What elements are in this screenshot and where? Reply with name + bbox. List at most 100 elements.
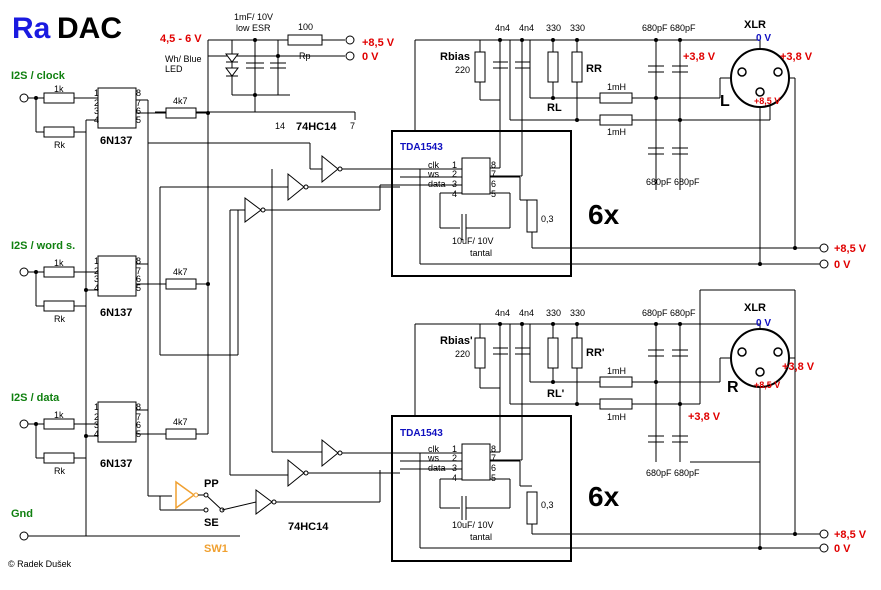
svg-text:4: 4 xyxy=(94,429,99,439)
svg-text:8: 8 xyxy=(491,444,496,454)
svg-text:data: data xyxy=(428,463,446,473)
clock-res-rk: Rk xyxy=(54,140,65,150)
left-rl-label: RL xyxy=(547,102,562,114)
input-clock-block xyxy=(19,87,208,138)
svg-text:2: 2 xyxy=(452,453,457,463)
left-xlr-85: +8,5 V xyxy=(754,96,780,106)
svg-text:3: 3 xyxy=(452,179,457,189)
right-xlr-38b: +3,8 V xyxy=(688,411,721,423)
supply-right-85-top: +8,5 V xyxy=(834,243,867,255)
left-c680-d: 680pF xyxy=(674,177,700,187)
input-word-block xyxy=(19,255,208,312)
copyright: © Radek Dušek xyxy=(8,559,72,569)
svg-text:clk: clk xyxy=(428,444,439,454)
svg-text:8: 8 xyxy=(136,88,141,98)
input-gnd-label: Gnd xyxy=(11,508,33,520)
dac-right-tantal-label: tantal xyxy=(470,532,492,542)
supply-right-85-bottom: +8,5 V xyxy=(834,529,867,541)
clock-res-4k7: 4k7 xyxy=(173,96,188,106)
svg-text:6: 6 xyxy=(136,106,141,116)
left-c4n4-a: 4n4 xyxy=(495,23,510,33)
left-1mh-b: 1mH xyxy=(607,127,626,137)
schmitt-label-bottom: 74HC14 xyxy=(288,521,329,533)
left-r330-a: 330 xyxy=(546,23,561,33)
dac-block-left xyxy=(391,130,572,277)
svg-text:clk: clk xyxy=(428,160,439,170)
input-gnd-wiring xyxy=(19,99,240,541)
res-100-label: 100 xyxy=(298,22,313,32)
svg-text:data: data xyxy=(428,179,446,189)
right-c4n4-a: 4n4 xyxy=(495,308,510,318)
right-c4n4-b: 4n4 xyxy=(519,308,534,318)
title-ra: Ra xyxy=(12,12,51,45)
right-r330-b: 330 xyxy=(570,308,585,318)
right-r330-a: 330 xyxy=(546,308,561,318)
right-rl-label: RL' xyxy=(547,388,565,400)
svg-text:8: 8 xyxy=(136,402,141,412)
svg-text:8: 8 xyxy=(136,256,141,266)
svg-text:6: 6 xyxy=(136,274,141,284)
cap-lowesr-label: low ESR xyxy=(236,23,271,33)
xlr-connector-right xyxy=(730,328,790,388)
left-c680-b: 680pF xyxy=(670,23,696,33)
left-1mh-a: 1mH xyxy=(607,82,626,92)
dac-block-right xyxy=(391,415,572,562)
left-r330-b: 330 xyxy=(570,23,585,33)
svg-text:7: 7 xyxy=(136,412,141,422)
supply-top-85: +8,5 V xyxy=(362,37,395,49)
svg-text:1: 1 xyxy=(94,256,99,266)
dac-right-res-03: 0,3 xyxy=(541,500,554,510)
dac-left-res-03: 0,3 xyxy=(541,214,554,224)
right-c680-c: 680pF xyxy=(646,468,672,478)
schmitt-gates xyxy=(148,142,400,515)
svg-text:6: 6 xyxy=(136,420,141,430)
data-res-1k: 1k xyxy=(54,410,64,420)
svg-text:6: 6 xyxy=(491,463,496,473)
svg-text:1: 1 xyxy=(452,444,457,454)
word-res-1k: 1k xyxy=(54,258,64,268)
output-network-left xyxy=(414,38,797,266)
svg-text:4: 4 xyxy=(452,473,457,483)
dac-left-cap-label: 10uF/ 10V xyxy=(452,236,494,246)
svg-text:7: 7 xyxy=(136,98,141,108)
switch-pp-label: PP xyxy=(204,478,219,490)
left-c680-c: 680pF xyxy=(646,177,672,187)
left-xlr-38a: +3,8 V xyxy=(683,51,716,63)
opto-pin-labels: 1 2 3 4 8 7 6 5 1 2 3 4 8 7 6 5 1 2 3 4 … xyxy=(94,88,141,439)
left-xlr-38b: +3,8 V xyxy=(780,51,813,63)
svg-text:2: 2 xyxy=(94,98,99,108)
dac-right-chip xyxy=(400,443,820,549)
svg-text:5: 5 xyxy=(491,473,496,483)
power-wiring xyxy=(155,34,356,120)
right-1mh-b: 1mH xyxy=(607,412,626,422)
left-xlr-label: XLR xyxy=(744,19,766,31)
word-res-rk: Rk xyxy=(54,314,65,324)
left-rr-label: RR xyxy=(586,63,602,75)
svg-text:4: 4 xyxy=(94,283,99,293)
supply-right-0-bottom: 0 V xyxy=(834,543,851,555)
dac-pin-labels: clk ws data 1 2 3 4 8 7 6 5 clk ws data … xyxy=(427,160,496,483)
input-data-block xyxy=(19,401,208,464)
svg-text:7: 7 xyxy=(491,453,496,463)
svg-text:2: 2 xyxy=(452,169,457,179)
right-r220-label: 220 xyxy=(455,349,470,359)
left-c680-a: 680pF xyxy=(642,23,668,33)
svg-text:5: 5 xyxy=(136,115,141,125)
led-label-2: LED xyxy=(165,64,183,74)
dac-left-chip xyxy=(400,157,820,265)
right-xlr-label: XLR xyxy=(744,302,766,314)
cap-elyt-label: 1mF/ 10V xyxy=(234,12,273,22)
supply-top-0: 0 V xyxy=(362,51,379,63)
svg-text:5: 5 xyxy=(136,283,141,293)
clock-res-1k: 1k xyxy=(54,84,64,94)
opto-data-label: 6N137 xyxy=(100,458,132,470)
input-clock-label: I2S / clock xyxy=(11,70,66,82)
svg-text:3: 3 xyxy=(94,420,99,430)
right-c680-a: 680pF xyxy=(642,308,668,318)
dac-right-cap-label: 10uF/ 10V xyxy=(452,520,494,530)
left-xlr-0v: 0 V xyxy=(756,33,771,44)
right-c680-b: 680pF xyxy=(670,308,696,318)
output-network-right xyxy=(414,289,797,550)
